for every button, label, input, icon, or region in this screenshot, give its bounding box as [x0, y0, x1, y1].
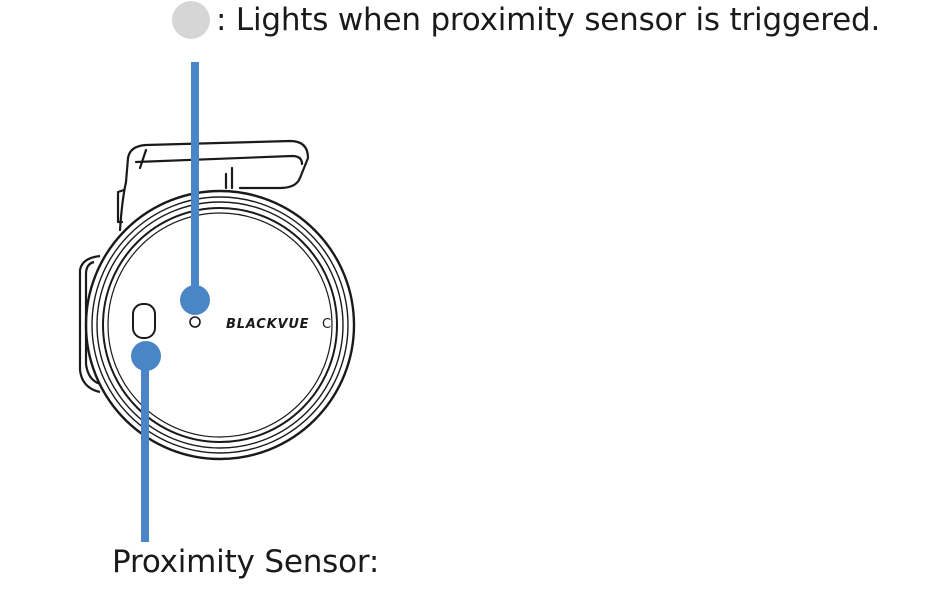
proximity-sensor-window [132, 303, 156, 339]
face-inner-ring [107, 212, 333, 438]
middle-ring [91, 196, 349, 454]
legend-text: : Lights when proximity sensor is trigge… [216, 2, 881, 38]
led-indicator-dot-icon [172, 1, 210, 39]
led-callout [180, 62, 210, 315]
brand-label: BLACKVUE [226, 317, 309, 332]
brand-suffix: C [322, 317, 331, 332]
led-pointer-dot [180, 285, 210, 315]
sensor-callout [131, 341, 161, 542]
outer-ring [84, 189, 356, 461]
face-ring [102, 207, 338, 443]
led-hole [189, 316, 201, 328]
camera-body [84, 189, 356, 461]
inner-ring [96, 201, 344, 449]
proximity-sensor-label: Proximity Sensor: [112, 544, 380, 580]
mount-bracket [116, 139, 310, 232]
legend-row: : Lights when proximity sensor is trigge… [172, 0, 880, 40]
sensor-pointer-dot [131, 341, 161, 371]
